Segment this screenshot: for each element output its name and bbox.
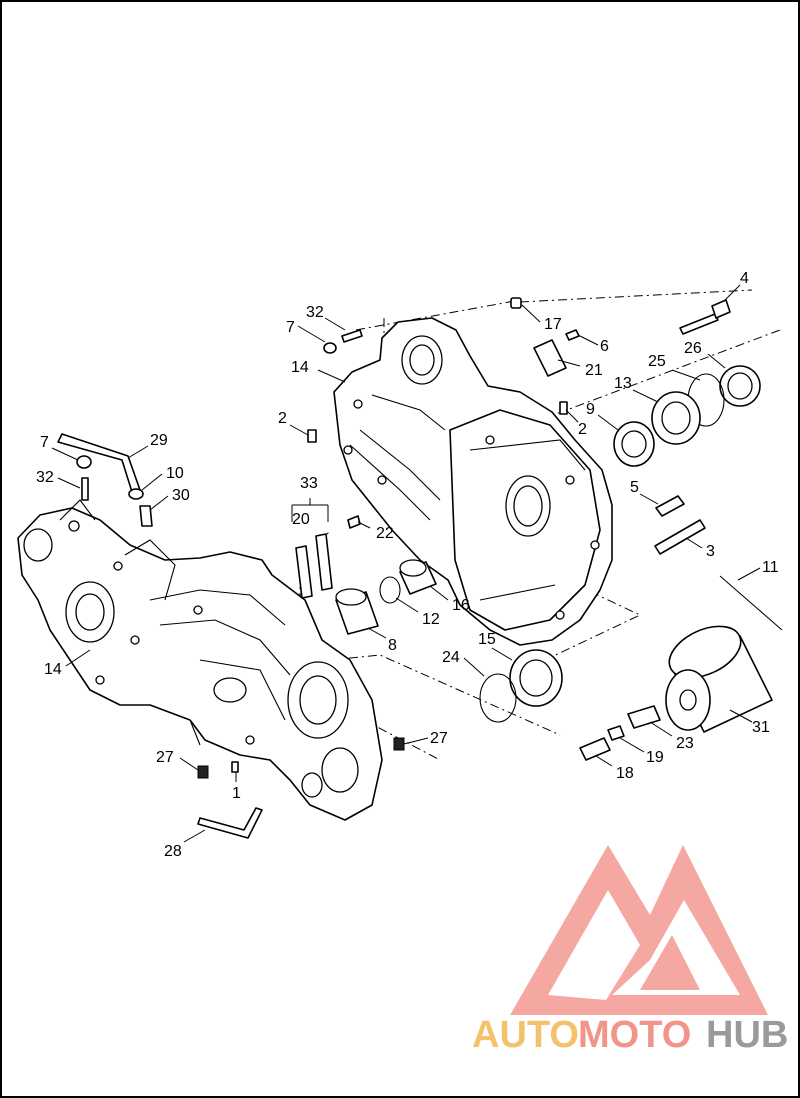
part-4-bolt [679,299,731,335]
crankcase-right-half [333,317,613,646]
callout-27-left: 27 [156,749,174,766]
part-20-shims [295,533,333,599]
callout-19: 19 [646,749,664,766]
callout-10: 10 [166,465,184,482]
callout-29: 29 [150,432,168,449]
callout-9: 9 [586,401,595,418]
part-11-rod [719,575,783,631]
part-22-screw [347,515,361,529]
part-21-plate [533,339,567,377]
callout-4: 4 [740,270,749,287]
part-12-ring [379,576,401,604]
part-32-stud-upper [341,329,363,343]
part-27-plug-right [393,737,405,751]
callout-1: 1 [232,785,241,802]
part-6-screw [565,329,580,341]
callout-22: 22 [376,525,394,542]
part-5-bolt [655,495,685,517]
part-30-fitting [139,505,153,527]
callout-27-right: 27 [430,730,448,747]
callout-14-lower: 14 [44,661,62,678]
watermark-auto: AUTO [472,1014,579,1056]
callout-5: 5 [630,479,639,496]
callout-17: 17 [544,316,562,333]
callout-11: 11 [762,559,779,576]
part-26-bearing [719,365,761,407]
watermark-moto: MOTO [578,1014,691,1056]
part-2-dowel-right [559,401,568,415]
callout-30: 30 [172,487,190,504]
callout-28: 28 [164,843,182,860]
part-15-bearing [509,649,563,707]
callout-12: 12 [422,611,440,628]
callout-labels: 4 32 7 17 6 14 21 25 26 13 2 9 2 7 29 10… [36,270,779,860]
part-1-dowel [231,761,239,773]
part-17-plug [510,297,522,309]
callout-3: 3 [706,543,715,560]
part-23-adapter [627,705,661,729]
part-2-dowel-left [307,429,317,443]
part-32-stud-lower [81,477,89,501]
part-7-nut-lower [76,455,92,469]
callout-32-lower: 32 [36,469,54,486]
part-13-bearing [651,391,701,445]
callout-7-lower: 7 [40,434,49,451]
watermark-hub: HUB [706,1014,788,1056]
watermark-logo [510,845,768,1015]
callout-6: 6 [600,338,609,355]
part-9-seal [613,421,655,467]
callout-18: 18 [616,765,634,782]
part-10-clamp [128,488,144,500]
callout-2-left: 2 [278,410,287,427]
callout-8: 8 [388,637,397,654]
callout-14-upper: 14 [291,359,309,376]
part-18-spring [579,737,611,761]
part-16-bushing [399,559,437,595]
callout-20: 20 [292,511,310,528]
part-27-plug-left [197,765,209,779]
callout-26: 26 [684,340,702,357]
callout-2-right: 2 [578,421,587,438]
part-28-tube [197,807,263,839]
part-3-bolt [654,519,706,555]
callout-24: 24 [442,649,460,666]
callout-21: 21 [585,362,603,379]
callout-31: 31 [752,719,770,736]
leader-lines [51,284,761,843]
callout-33: 33 [300,475,318,492]
callout-7-upper: 7 [286,319,295,336]
callout-15: 15 [478,631,496,648]
callout-16: 16 [452,597,470,614]
callout-25: 25 [648,353,666,370]
crankcase-left-half [17,499,383,821]
part-31-oil-filter [665,625,773,733]
callout-13: 13 [614,375,632,392]
callout-32-upper: 32 [306,304,324,321]
part-8-bushing [335,588,379,635]
part-19-plug [607,725,625,741]
part-7-nut-upper [323,342,337,354]
callout-23: 23 [676,735,694,752]
watermark-text: AUTO MOTO HUB [472,1014,788,1056]
part-24-ring [479,673,517,723]
